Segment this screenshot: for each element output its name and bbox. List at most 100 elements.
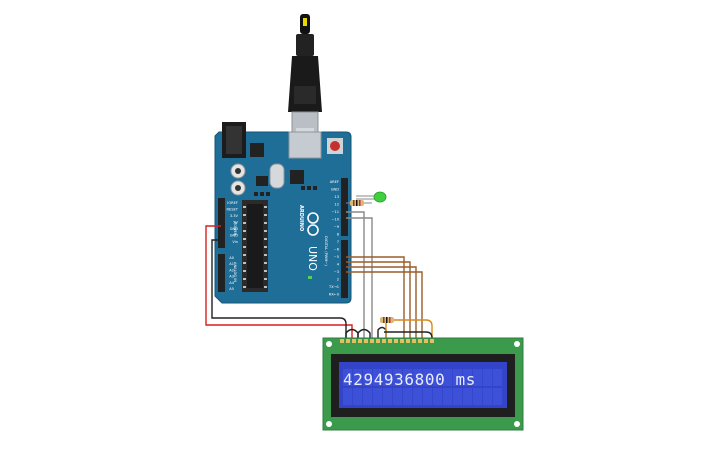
pin-label: ~10 <box>331 218 339 222</box>
lcd-char-cell <box>453 388 463 405</box>
lcd-pin[interactable] <box>400 339 404 343</box>
lcd-char-cell <box>443 369 453 386</box>
lcd-char-cell <box>433 388 443 405</box>
pin-label: GND <box>230 227 238 231</box>
pin-label: A5 <box>229 287 234 291</box>
lcd-char-cell <box>473 388 483 405</box>
lcd-pin[interactable] <box>346 339 350 343</box>
lcd-char-cell <box>383 388 393 405</box>
lcd-char-cell <box>413 388 423 405</box>
pin-label: GND <box>331 188 339 192</box>
arduino-logo-icon <box>307 212 319 236</box>
board-brand: ARDUINO <box>298 205 304 231</box>
power-header-label: POWER <box>233 222 237 236</box>
wire-brown[interactable] <box>346 256 405 340</box>
wire-black[interactable] <box>211 239 347 340</box>
lcd-char-cell <box>433 369 443 386</box>
lcd-char-cell <box>373 369 383 386</box>
pin-label: 8 <box>337 233 340 237</box>
arduino-uno-board[interactable]: ARDUINO UNO DIGITAL (PWM~) POWER ANALOG … <box>214 122 352 304</box>
lcd-char-cell <box>483 388 493 405</box>
lcd-pin[interactable] <box>406 339 410 343</box>
pin-label: RESET <box>226 208 238 212</box>
pin-label: ~6 <box>334 248 340 252</box>
lcd-pin[interactable] <box>388 339 392 343</box>
pin-label: ~5 <box>334 255 339 259</box>
lcd-char-cell <box>473 369 483 386</box>
lcd-char-cell <box>493 388 503 405</box>
lcd-char-cell <box>343 369 353 386</box>
lcd-pin[interactable] <box>418 339 422 343</box>
lcd-char-cell <box>463 388 473 405</box>
pin-label: A3 <box>229 275 234 279</box>
lcd-char-cell <box>403 388 413 405</box>
digital-pin-header[interactable] <box>341 178 348 298</box>
lcd-char-cell <box>343 388 353 405</box>
lcd-char-cell <box>423 369 433 386</box>
pin-label: 7 <box>337 240 339 244</box>
lcd-char-cell <box>413 369 423 386</box>
pin-label: A2 <box>229 268 234 272</box>
lcd-pin[interactable] <box>430 339 434 343</box>
lcd-module[interactable]: 4294936800 ms <box>322 337 524 431</box>
analog-pin-header[interactable] <box>218 254 225 292</box>
lcd-pin[interactable] <box>376 339 380 343</box>
lcd-char-cell <box>393 369 403 386</box>
lcd-char-cell <box>403 369 413 386</box>
digital-header-label: DIGITAL (PWM~) <box>324 236 328 266</box>
lcd-char-cell <box>453 369 463 386</box>
pin-label: RX←0 <box>329 293 340 297</box>
pin-label: 13 <box>334 195 339 199</box>
lcd-pin[interactable] <box>340 339 344 343</box>
lcd-char-cell <box>463 369 473 386</box>
wire-brown[interactable] <box>346 266 417 340</box>
pin-label: Vin <box>232 240 238 244</box>
pin-label: ~11 <box>331 210 339 214</box>
lcd-pin[interactable] <box>382 339 386 343</box>
wires <box>205 211 433 340</box>
lcd-char-cell <box>363 388 373 405</box>
pin-label: A1 <box>229 262 234 266</box>
pin-label: AREF <box>330 180 339 184</box>
pin-label: A4 <box>229 281 234 285</box>
lcd-pin[interactable] <box>352 339 356 343</box>
usb-cable-icon[interactable] <box>288 14 322 136</box>
pin-label: ~3 <box>334 270 339 274</box>
lcd-char-cell <box>443 388 453 405</box>
power-pin-header[interactable] <box>218 198 225 248</box>
lcd-pin[interactable] <box>370 339 374 343</box>
resistor-icon[interactable] <box>346 200 372 206</box>
pin-label: 5V <box>233 221 238 225</box>
wire-orange[interactable] <box>385 319 433 340</box>
lcd-pin-header[interactable] <box>340 339 434 343</box>
lcd-pin[interactable] <box>358 339 362 343</box>
pin-label: A0 <box>229 256 234 260</box>
pin-label: IOREF <box>227 201 238 205</box>
lcd-display-text: 4294936800 ms <box>343 370 476 389</box>
lcd-char-cell <box>353 369 363 386</box>
pin-label: 4 <box>337 263 340 267</box>
lcd-char-cell <box>393 388 403 405</box>
usb-port <box>288 131 322 159</box>
board-model: UNO <box>306 246 319 271</box>
lcd-char-cell <box>493 369 503 386</box>
wire-gray[interactable] <box>346 211 365 340</box>
pin-label: ~9 <box>334 225 340 229</box>
green-led-icon[interactable] <box>356 191 387 203</box>
pin-label: TX→1 <box>328 285 339 289</box>
lcd-pin[interactable] <box>412 339 416 343</box>
wire-brown[interactable] <box>346 261 411 340</box>
lcd-char-cell <box>423 388 433 405</box>
lcd-char-cell <box>353 388 363 405</box>
resistor-icon[interactable] <box>380 317 394 323</box>
lcd-pin[interactable] <box>424 339 428 343</box>
lcd-char-cell <box>483 369 493 386</box>
analog-header-label: ANALOG IN <box>233 262 237 282</box>
pin-label: GND <box>230 234 238 238</box>
lcd-pin[interactable] <box>394 339 398 343</box>
wire-brown[interactable] <box>346 271 423 340</box>
wire-gray[interactable] <box>346 217 373 340</box>
pin-label: 12 <box>334 203 339 207</box>
lcd-pin[interactable] <box>364 339 368 343</box>
